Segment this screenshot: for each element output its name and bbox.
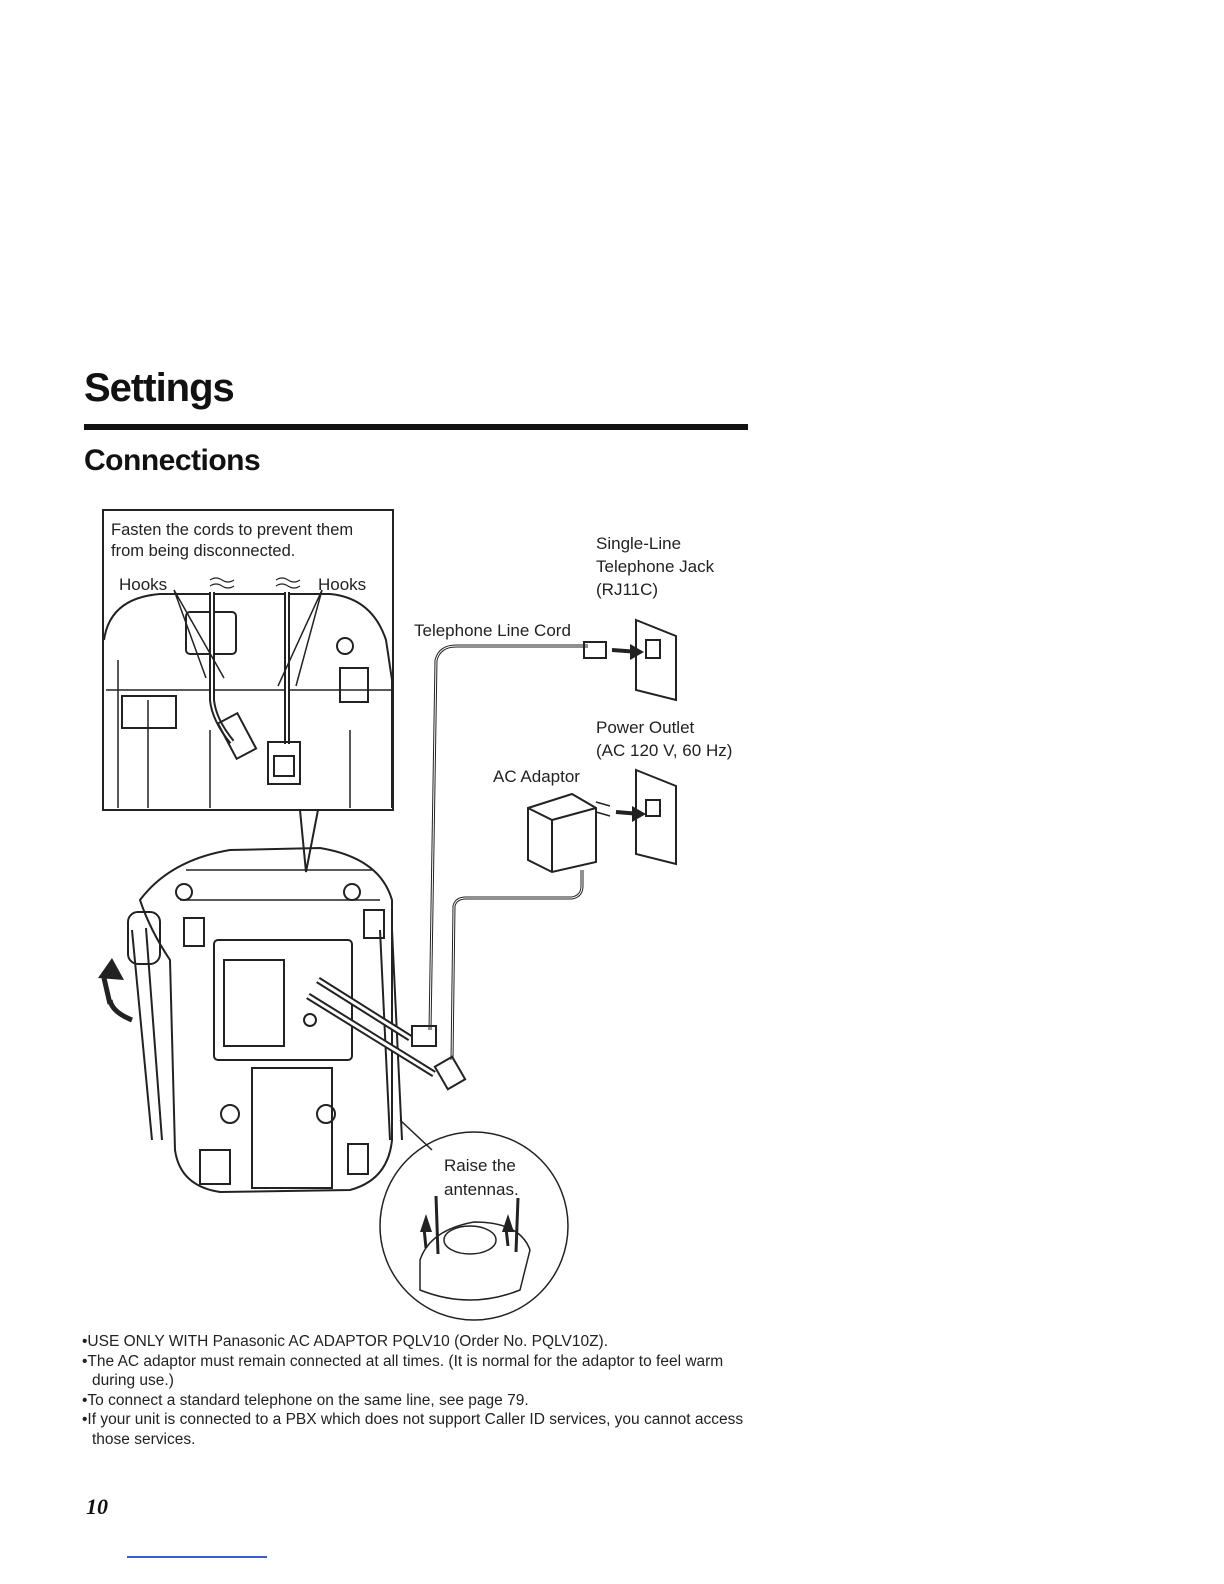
hooks-label-right: Hooks	[318, 575, 367, 594]
power-outlet-label: Power Outlet (AC 120 V, 60 Hz)	[596, 716, 732, 762]
line-cord-label: Telephone Line Cord	[414, 621, 571, 640]
note-item: •To connect a standard telephone on the …	[82, 1391, 529, 1409]
antenna-label: Raise the antennas.	[444, 1154, 519, 1202]
wall-jack	[611, 618, 677, 702]
antenna-label-line: Raise the	[444, 1156, 516, 1175]
note-item: •If your unit is connected to a PBX whic…	[82, 1411, 744, 1448]
wall-jack-label: Single-Line Telephone Jack (RJ11C)	[596, 532, 714, 601]
bottom-rule	[127, 1556, 267, 1558]
page-number: 10	[86, 1494, 108, 1519]
notes-list: •USE ONLY WITH Panasonic AC ADAPTOR PQLV…	[82, 1332, 762, 1449]
wall-jack-label-line: Single-Line	[596, 534, 682, 553]
ac-adaptor-label: AC Adaptor	[493, 767, 580, 786]
power-outlet-label-line: Power Outlet	[596, 718, 695, 737]
subsection-title: Connections	[84, 444, 261, 477]
note-item: •USE ONLY WITH Panasonic AC ADAPTOR PQLV…	[82, 1333, 609, 1350]
telephone-line-cord	[411, 641, 607, 1047]
antenna-label-line: antennas.	[444, 1180, 519, 1199]
power-outlet-label-line: (AC 120 V, 60 Hz)	[596, 741, 733, 760]
antenna-inset	[379, 1119, 569, 1321]
inset-note: Fasten the cords to prevent them from be…	[111, 520, 353, 562]
wall-jack-label-line: Telephone Jack	[596, 557, 715, 576]
note-item: •The AC adaptor must remain connected at…	[82, 1352, 724, 1390]
inset-closeup	[102, 509, 394, 873]
section-title: Settings	[84, 366, 235, 410]
inset-note-line: Fasten the cords to prevent them	[111, 521, 354, 539]
ac-adaptor	[433, 792, 611, 1091]
wall-jack-label-line: (RJ11C)	[596, 580, 659, 599]
power-outlet	[615, 768, 677, 866]
inset-note-line: from being disconnected.	[111, 542, 296, 560]
hooks-label-left: Hooks	[119, 575, 168, 594]
title-rule	[84, 424, 748, 430]
base-unit	[98, 846, 436, 1194]
